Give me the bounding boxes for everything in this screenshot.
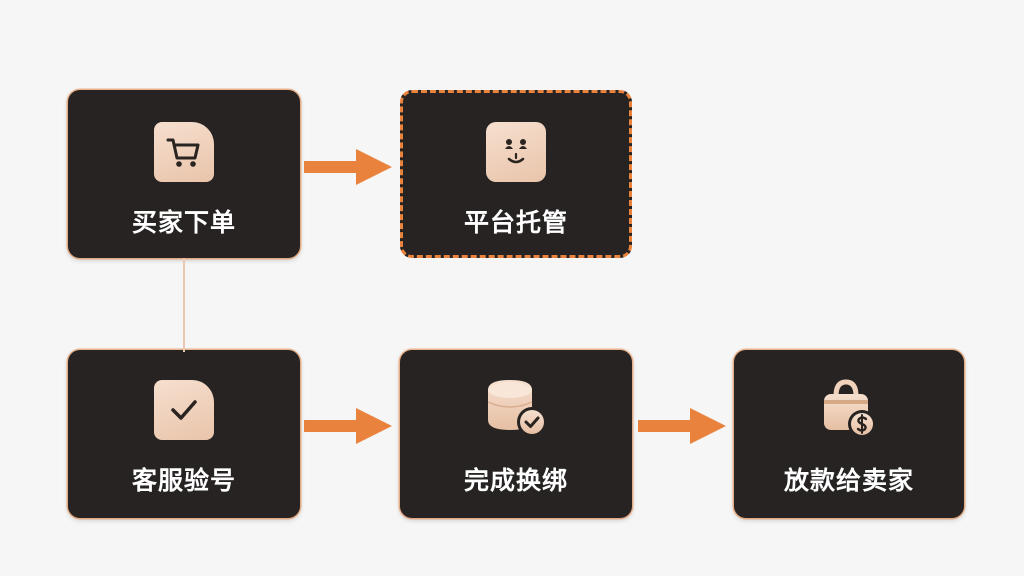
arrow-verify-to-rebind <box>300 406 400 446</box>
node-label: 完成换绑 <box>463 466 568 495</box>
shopping-cart-icon <box>154 122 214 182</box>
node-label: 平台托管 <box>463 208 568 237</box>
vertical-connector <box>183 258 185 352</box>
money-bag-icon <box>816 376 882 442</box>
node-label: 放款给卖家 <box>783 466 914 495</box>
arrow-buyer-to-escrow <box>300 147 400 187</box>
node-pay-seller: 放款给卖家 <box>734 350 964 518</box>
arrow-rebind-to-payout <box>634 406 734 446</box>
node-label: 客服验号 <box>131 466 236 495</box>
node-complete-rebind: 完成换绑 <box>400 350 632 518</box>
node-platform-escrow: 平台托管 <box>400 90 632 258</box>
checkmark-icon <box>154 380 214 440</box>
node-service-verify: 客服验号 <box>68 350 300 518</box>
node-label: 买家下单 <box>131 208 236 237</box>
node-buyer-order: 买家下单 <box>68 90 300 258</box>
bear-face-icon <box>486 122 546 182</box>
database-check-icon <box>484 376 550 442</box>
